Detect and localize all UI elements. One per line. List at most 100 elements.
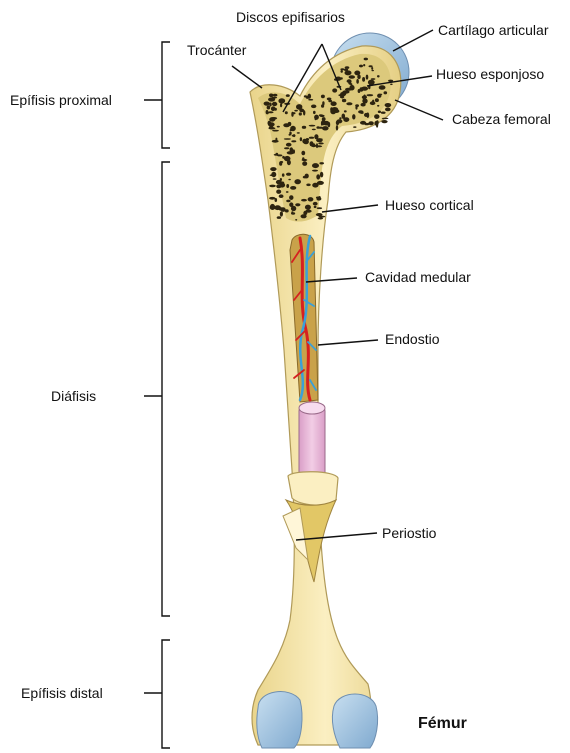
pore [346,102,352,105]
pore [288,122,292,126]
pore [280,161,283,163]
pore [359,65,363,68]
pore [362,77,365,82]
pore [269,94,273,98]
label-hueso-cortical: Hueso cortical [385,197,474,213]
pore [361,87,368,91]
pore [312,163,319,168]
pore [302,126,306,129]
pore [270,204,275,209]
pore [276,180,282,184]
pore [294,179,301,184]
pore [384,91,388,94]
pore [363,64,365,66]
pore [302,161,307,166]
pore [376,120,379,125]
pore [339,117,341,119]
pore [316,174,320,179]
pore [345,66,350,69]
pore [277,216,281,219]
pore [287,160,291,165]
pore [282,173,285,176]
pore [286,143,292,147]
pore [336,125,338,131]
pore [316,143,318,148]
pore [280,103,282,107]
pore [341,77,343,79]
region-brackets [144,42,170,748]
pore [309,137,314,139]
pore [286,191,289,193]
pore [344,69,348,71]
pore [371,67,373,70]
pore [345,70,352,75]
pore [290,147,294,152]
pore [284,138,291,140]
pore [342,99,346,103]
pore [288,179,291,181]
pore [271,172,276,177]
pore [368,121,373,125]
pore [319,114,323,116]
pore [366,94,373,96]
pore [355,104,359,107]
pore [268,111,274,113]
pore [312,129,316,131]
pore [305,174,309,179]
pore [336,119,342,123]
pore [368,80,375,85]
label-epifisis-distal: Epífisis distal [21,685,103,701]
pore [290,186,296,190]
pore [315,118,317,120]
pore [286,173,291,176]
pore [292,135,296,137]
pore [271,117,277,120]
label-diafisis: Diáfisis [51,388,96,404]
pore [313,202,318,206]
pore [312,183,318,188]
pore [322,126,329,130]
pore [301,199,307,202]
pore [310,141,314,146]
pore [364,113,369,117]
pore [341,92,347,95]
pore [305,205,311,210]
pore [277,126,280,128]
pore [273,94,278,97]
pore [280,211,283,216]
label-cartilago-articular: Cartílago articular [438,22,549,38]
pore [270,167,276,171]
pore [312,170,318,172]
pore [277,154,282,156]
pore [266,110,269,114]
label-cavidad-medular: Cavidad medular [365,269,471,285]
pore [296,104,302,110]
pore [321,95,325,99]
pore [286,94,290,97]
label-periostio: Periostio [382,525,436,541]
pore [358,110,363,113]
pore [322,117,326,121]
pore [377,94,381,98]
pore [279,194,284,198]
pore [299,112,302,115]
pore [371,70,374,72]
pore [341,70,343,73]
pore [286,184,289,188]
pore [276,190,281,194]
pore [289,202,293,207]
pore [289,134,291,136]
pore [369,65,373,67]
pore [331,101,337,106]
pore [344,110,347,112]
pore [349,85,354,91]
pore [314,206,317,208]
label-epifisis-proximal: Epífisis proximal [10,92,112,108]
pore [264,102,270,106]
pore [290,126,296,131]
pore [269,126,274,129]
pore [291,212,295,214]
pore [295,203,300,206]
pore [390,84,393,86]
pore [303,139,309,144]
